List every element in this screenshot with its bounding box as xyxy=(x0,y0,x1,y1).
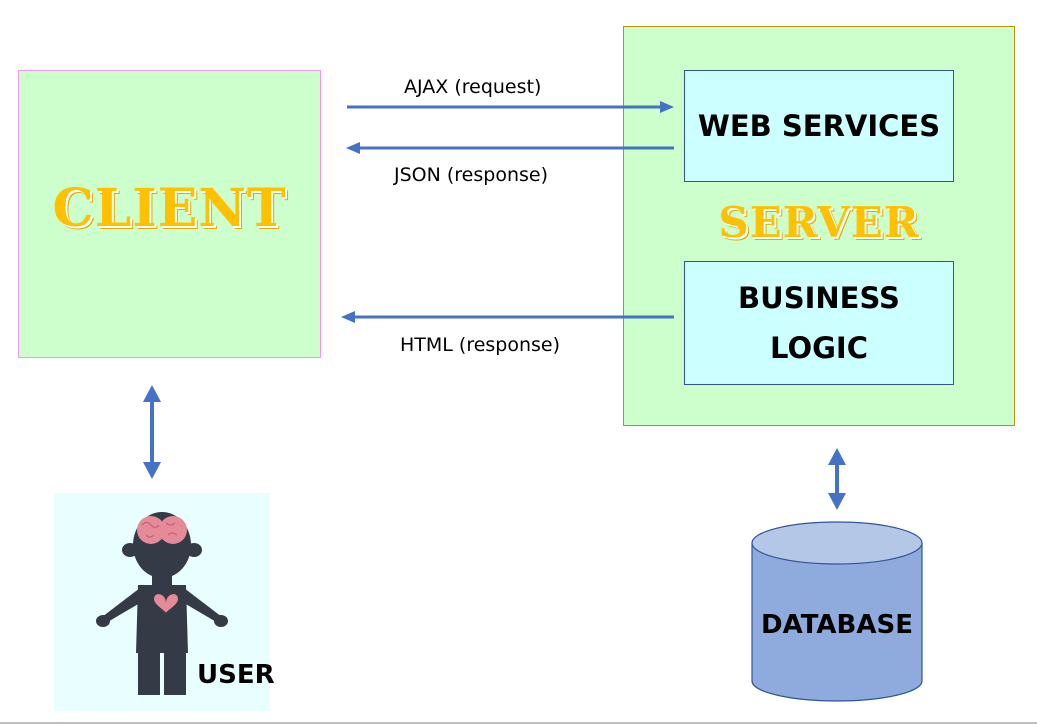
web-services-box: WEB SERVICES xyxy=(684,70,954,182)
html-response-label: HTML (response) xyxy=(400,334,561,356)
ajax-request-arrow xyxy=(347,101,674,113)
user-figure-icon xyxy=(96,512,228,695)
json-response-arrow xyxy=(346,142,674,154)
user-label: USER xyxy=(197,660,275,690)
server-title: SERVER xyxy=(718,198,920,247)
business-logic-label-line1: BUSINESS xyxy=(738,281,900,315)
database-cylinder-icon xyxy=(751,521,923,702)
json-response-label: JSON (response) xyxy=(394,164,548,186)
client-user-arrow xyxy=(143,385,161,479)
server-database-arrow xyxy=(828,448,846,510)
html-response-arrow xyxy=(341,311,674,323)
client-panel xyxy=(18,70,321,358)
user-illustration-panel xyxy=(54,493,270,711)
ajax-request-label: AJAX (request) xyxy=(404,76,542,98)
database-label: DATABASE xyxy=(761,610,913,640)
business-logic-label-line2: LOGIC xyxy=(770,331,868,365)
web-services-label: WEB SERVICES xyxy=(697,109,941,143)
business-logic-box: BUSINESS LOGIC xyxy=(684,261,954,385)
heart-icon xyxy=(154,594,178,613)
client-title: CLIENT xyxy=(52,178,287,239)
bottom-divider xyxy=(0,722,1037,724)
brain-icon xyxy=(137,516,187,544)
